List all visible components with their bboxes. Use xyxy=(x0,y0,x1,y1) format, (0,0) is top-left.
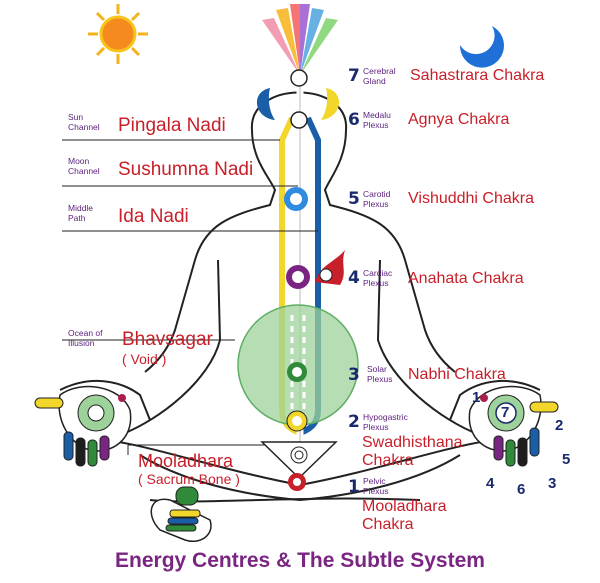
sun-icon xyxy=(88,4,148,64)
chakra-5-name-label: Vishuddhi Chakra xyxy=(408,190,535,207)
finger-number-5: 5 xyxy=(562,451,571,468)
chakra-4-number: 4 xyxy=(348,268,360,288)
chakra-4-name: Anahata Chakra xyxy=(408,270,524,287)
chakra-6-plexus: Medalu Plexus xyxy=(363,110,391,130)
chakra-6-node xyxy=(290,111,308,129)
nadi-2-name: Sushumna Nadi xyxy=(118,159,254,180)
chakra-2-node xyxy=(286,410,308,432)
mooladhara-left-name: Mooladhara xyxy=(138,451,234,471)
chakra-1-plexus: Pelvic Plexus xyxy=(363,476,389,496)
nadi-3-name: Ida Nadi xyxy=(118,206,189,227)
ocean-name: Bhavsagar xyxy=(122,329,213,350)
leader-lines xyxy=(62,139,318,455)
chakra-5-plexus: Carotid Plexus xyxy=(363,189,391,209)
chakra-1-node xyxy=(288,473,306,491)
finger-number-2: 2 xyxy=(555,417,564,434)
chakra-7-number: 7 xyxy=(348,66,360,86)
finger-number-1: 1 xyxy=(472,389,481,406)
chakra-4-plexus: Cardiac Plexus xyxy=(363,268,393,288)
head-right-crescent xyxy=(321,88,340,120)
nadi-3-caption: Middle Path xyxy=(68,203,94,223)
lower-hand xyxy=(150,486,212,542)
chakra-4-node xyxy=(286,250,345,289)
nadi-1-caption: Sun Channel xyxy=(68,112,100,132)
mooladhara-left-sub: ( Sacrum Bone ) xyxy=(138,471,240,487)
chakra-2-plexus: Hypogastric Plexus xyxy=(363,412,408,432)
right-palm-center-badge xyxy=(495,402,517,424)
right-hand xyxy=(468,385,559,467)
kundalini-triangle xyxy=(260,441,338,480)
ocean-caption: Ocean of Illusion xyxy=(68,328,103,348)
crown-rays xyxy=(262,4,338,75)
chakra-7-plexus: Cerebral Gland xyxy=(363,66,396,86)
chakra-6-number: 6 xyxy=(348,110,360,130)
ocean-sub: ( Void ) xyxy=(122,351,167,367)
chakra-1-name: Mooladhara Chakra xyxy=(362,498,447,533)
chakra-2-number: 2 xyxy=(348,412,360,432)
chakra-3-plexus: Solar Plexus xyxy=(367,364,393,384)
chakra-5-node xyxy=(284,187,308,211)
moon-icon xyxy=(459,26,504,68)
finger-number-3: 3 xyxy=(548,475,557,492)
chakra-5-number: 5 xyxy=(348,189,360,209)
chakra-2-name: Swadhisthana Chakra xyxy=(362,434,463,469)
page-title: Energy Centres & The Subtle System xyxy=(115,549,485,572)
finger-number-6: 6 xyxy=(517,481,526,498)
chakra-3-name: Nabhi Chakra xyxy=(408,366,506,383)
chakra-7-name: Sahastrara Chakra xyxy=(410,67,545,84)
chakra-6-name: Agnya Chakra xyxy=(408,111,510,128)
chakra-3-number: 3 xyxy=(348,365,360,385)
chakra-7-node xyxy=(290,69,308,87)
chakra-1-number: 1 xyxy=(348,477,360,497)
nadi-2-caption: Moon Channel xyxy=(68,156,100,176)
head-left-crescent xyxy=(256,88,275,120)
chakra-3-node xyxy=(287,362,307,382)
nadi-1-name: Pingala Nadi xyxy=(118,115,226,136)
finger-number-4: 4 xyxy=(486,475,495,492)
left-hand xyxy=(34,385,132,467)
finger-number-7: 7 xyxy=(501,404,510,421)
